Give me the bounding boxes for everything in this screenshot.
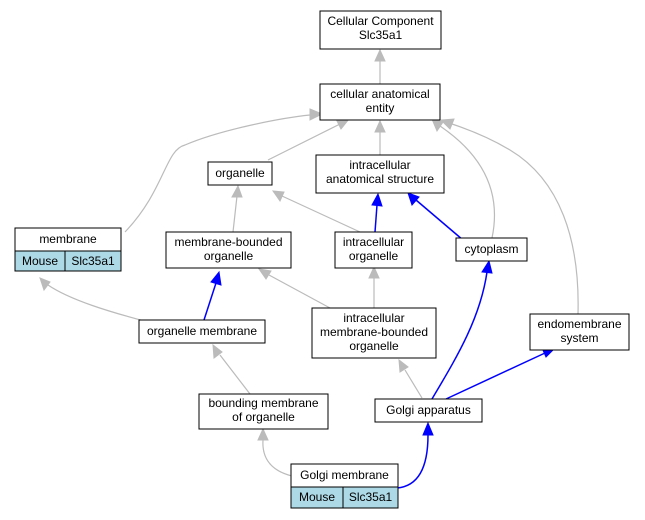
arrowhead xyxy=(422,421,434,436)
node-label-line: organelle xyxy=(349,339,399,353)
node-label-line: Golgi apparatus xyxy=(386,403,471,417)
edge-imbo-to-mbo xyxy=(268,274,331,309)
node-organelle-membrane[interactable]: organelle membrane xyxy=(138,319,266,344)
edge-io-to-organelle xyxy=(281,195,361,233)
node-label-line: anatomical structure xyxy=(326,172,434,186)
node-label-line: membrane-bounded xyxy=(320,325,428,339)
node-cellular-anatomical-entity[interactable]: cellular anatomical entity xyxy=(319,83,441,121)
edge-membrane-to-cae xyxy=(124,114,311,233)
arrowhead xyxy=(439,118,455,130)
node-golgi-membrane[interactable]: Golgi membrane Mouse Slc35a1 xyxy=(290,463,399,509)
annotation-tag-label: Slc35a1 xyxy=(349,490,393,504)
node-intracellular-membrane-bounded-organelle[interactable]: intracellular membrane-bounded organelle xyxy=(311,307,437,359)
annotation-tag-label: Slc35a1 xyxy=(71,254,115,268)
node-label-line: intracellular xyxy=(343,311,404,325)
node-label-line: organelle membrane xyxy=(147,324,257,338)
node-intracellular-organelle[interactable]: intracellular organelle xyxy=(334,231,413,269)
edge-organelle-to-cae xyxy=(267,123,341,161)
node-label-line: intracellular xyxy=(343,235,404,249)
node-label-line: membrane xyxy=(39,232,97,246)
edge-cytoplasm-partof-ias xyxy=(415,199,464,241)
node-label-line: organelle xyxy=(215,166,265,180)
annotation-tag-gene xyxy=(342,486,399,509)
edges xyxy=(39,48,579,489)
edge-bmo-to-om xyxy=(219,354,251,395)
node-label-line: intracellular xyxy=(349,158,410,172)
node-label-line: endomembrane xyxy=(537,317,621,331)
edge-om-to-membrane xyxy=(47,284,149,323)
edge-io-partof-ias xyxy=(374,204,378,233)
node-endomembrane-system[interactable]: endomembrane system xyxy=(529,313,630,351)
node-organelle[interactable]: organelle xyxy=(207,161,273,186)
arrowhead xyxy=(309,108,324,121)
node-label-line: membrane-bounded xyxy=(174,235,282,249)
arrowhead xyxy=(210,270,222,286)
node-intracellular-anatomical-structure[interactable]: intracellular anatomical structure xyxy=(315,154,445,194)
arrowhead xyxy=(368,265,380,279)
arrowhead xyxy=(271,190,285,203)
arrowhead xyxy=(231,184,243,198)
edge-golgimem-to-bmo xyxy=(262,439,293,477)
node-label-line: bounding membrane xyxy=(208,396,318,410)
node-cytoplasm[interactable]: cytoplasm xyxy=(455,237,528,262)
node-bounding-membrane-of-organelle[interactable]: bounding membrane of organelle xyxy=(198,393,329,430)
edge-cytoplasm-to-cae xyxy=(439,125,495,239)
edge-endomembrane-to-cae xyxy=(451,123,579,315)
node-label-line: system xyxy=(560,331,598,345)
node-label-line: cellular anatomical xyxy=(330,87,429,101)
arrowhead xyxy=(374,119,386,133)
arrowhead xyxy=(257,427,269,441)
node-label-line: entity xyxy=(366,101,395,115)
node-label-line: Cellular Component xyxy=(327,14,434,28)
node-label-line: Slc35a1 xyxy=(359,28,403,42)
node-label-line: organelle xyxy=(349,249,399,263)
edge-mbo-to-organelle xyxy=(232,195,238,233)
edge-golgimem-partof-golgi xyxy=(396,434,429,489)
arrowhead xyxy=(398,358,409,373)
node-cellular-component[interactable]: Cellular Component Slc35a1 xyxy=(319,10,442,50)
edge-om-partof-mbo xyxy=(203,282,217,321)
node-golgi-apparatus[interactable]: Golgi apparatus xyxy=(374,398,483,423)
edge-golgi-partof-endomembrane xyxy=(445,352,546,400)
edge-golgi-partof-cytoplasm xyxy=(431,271,488,400)
arrowhead xyxy=(257,268,272,280)
annotation-tag-label: Mouse xyxy=(299,490,335,504)
annotation-tag-label: Mouse xyxy=(22,254,58,268)
node-label-line: organelle xyxy=(204,249,254,263)
node-label-line: Golgi membrane xyxy=(300,468,389,482)
annotation-tag-gene xyxy=(64,250,122,272)
arrowhead xyxy=(407,192,420,206)
arrowhead xyxy=(371,192,383,207)
node-label-line: cytoplasm xyxy=(464,242,518,256)
arrowhead xyxy=(374,48,386,62)
arrowhead xyxy=(212,343,223,359)
arrowhead xyxy=(481,259,493,274)
arrowhead xyxy=(39,277,51,292)
node-membrane[interactable]: membrane Mouse Slc35a1 xyxy=(14,227,122,272)
node-label-line: of organelle xyxy=(232,410,295,424)
edge-golgi-to-imbo xyxy=(404,369,423,399)
node-membrane-bounded-organelle[interactable]: membrane-bounded organelle xyxy=(165,231,292,269)
